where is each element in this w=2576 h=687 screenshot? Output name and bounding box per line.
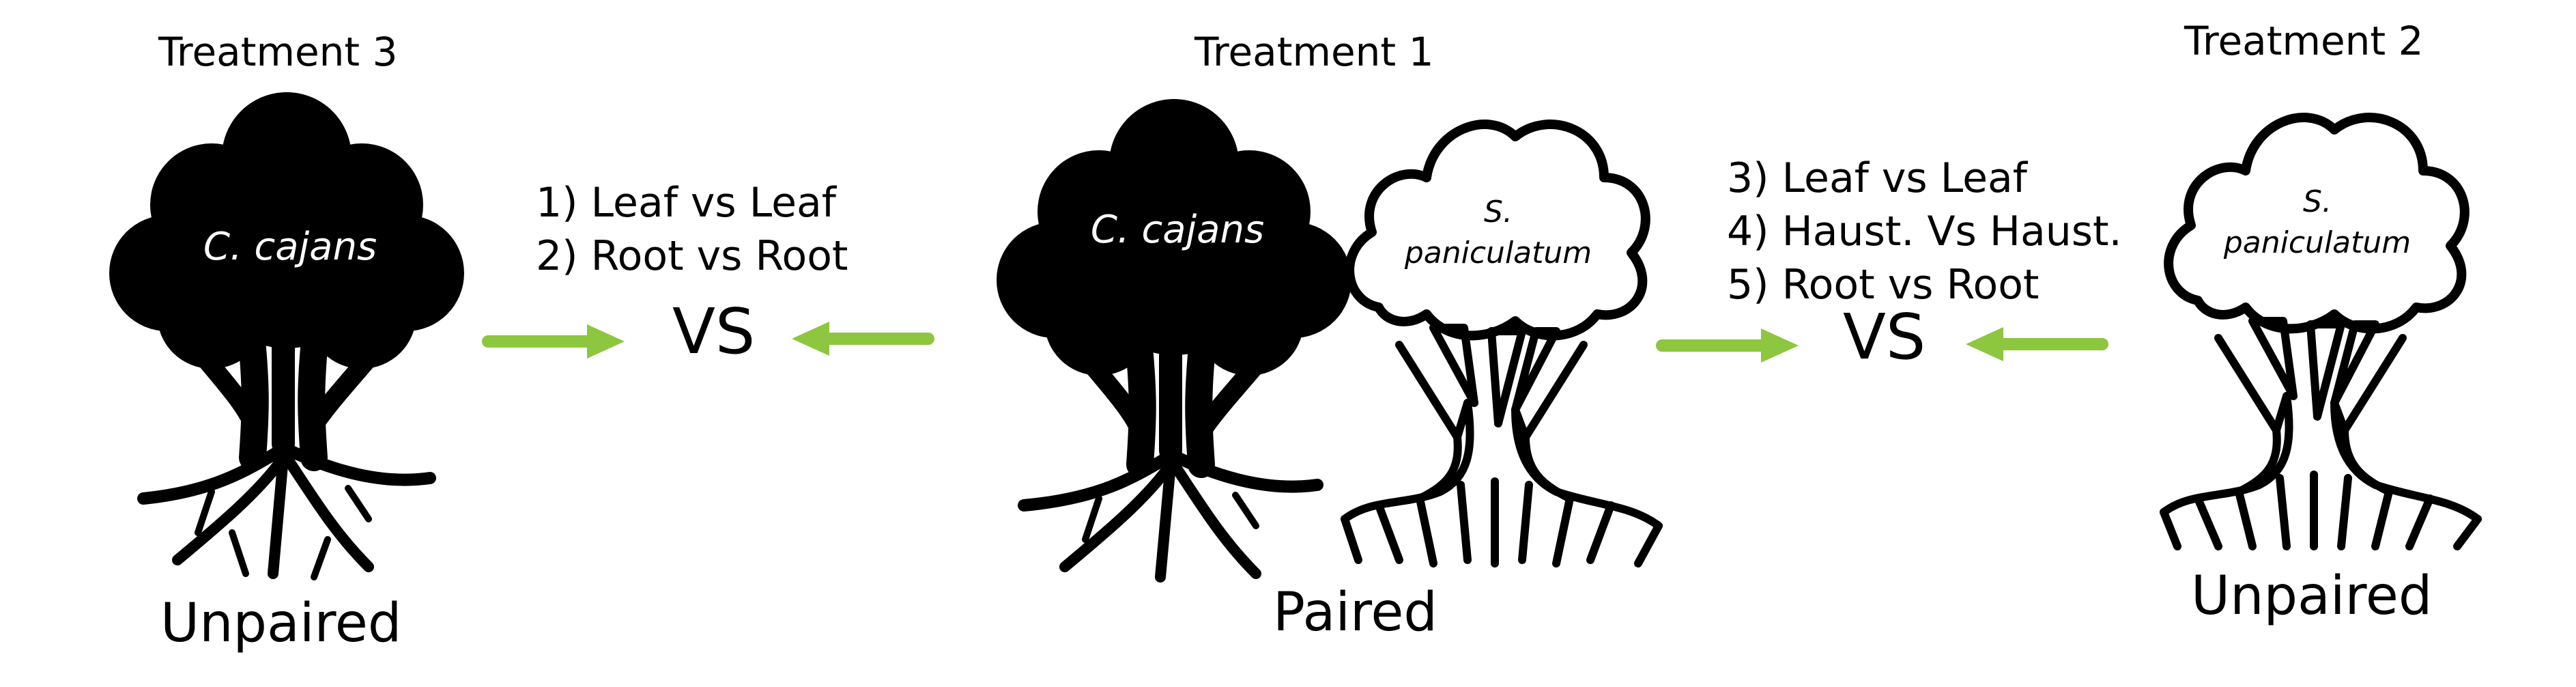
treatment-1-outline-tree-icon: S. paniculatum [1341, 120, 1663, 567]
treatment-1-paniculatum-label-1: S. [1484, 195, 1513, 229]
arrow-right-icon [482, 324, 625, 359]
left-comparison-list: 1) Leaf vs Leaf 2) Root vs Root [536, 176, 848, 283]
right-comparison-list: 3) Leaf vs Leaf 4) Haust. Vs Haust. 5) R… [1727, 152, 2122, 311]
treatment-1-paniculatum-label-2: paniculatum [1404, 236, 1592, 270]
arrow-left-icon [792, 322, 934, 356]
right-comparison-item: 3) Leaf vs Leaf [1727, 154, 2027, 202]
right-vs-label: VS [1843, 300, 1926, 374]
treatment-1-solid-tree-icon: C. cajans [997, 99, 1351, 583]
treatment-3-pairing-label: Unpaired [160, 593, 402, 654]
right-comparison-item: 4) Haust. Vs Haust. [1727, 208, 2122, 255]
left-comparison-item: 1) Leaf vs Leaf [536, 179, 836, 227]
left-vs-label: VS [672, 295, 756, 368]
treatment-3-solid-tree-icon: C. cajans [109, 92, 464, 580]
arrow-right-icon [1656, 328, 1799, 363]
treatment-1-cajans-label: C. cajans [1091, 208, 1264, 252]
treatment-2-outline-tree-icon: S. paniculatum [2160, 113, 2482, 550]
treatment-2-heading: Treatment 2 [2184, 18, 2424, 64]
left-comparison-item: 2) Root vs Root [536, 232, 848, 280]
treatment-2-paniculatum-label-2: paniculatum [2223, 225, 2411, 260]
treatment-3-heading: Treatment 3 [158, 29, 398, 75]
arrow-left-icon [1966, 327, 2108, 361]
treatment-2-pairing-label: Unpaired [2191, 565, 2433, 627]
treatment-3-species-label: C. cajans [203, 225, 377, 269]
right-comparison-item: 5) Root vs Root [1727, 261, 2040, 309]
treatment-1-heading: Treatment 1 [1194, 29, 1434, 75]
treatment-2-paniculatum-label-1: S. [2303, 184, 2332, 219]
treatment-1-pairing-label: Paired [1273, 582, 1437, 643]
